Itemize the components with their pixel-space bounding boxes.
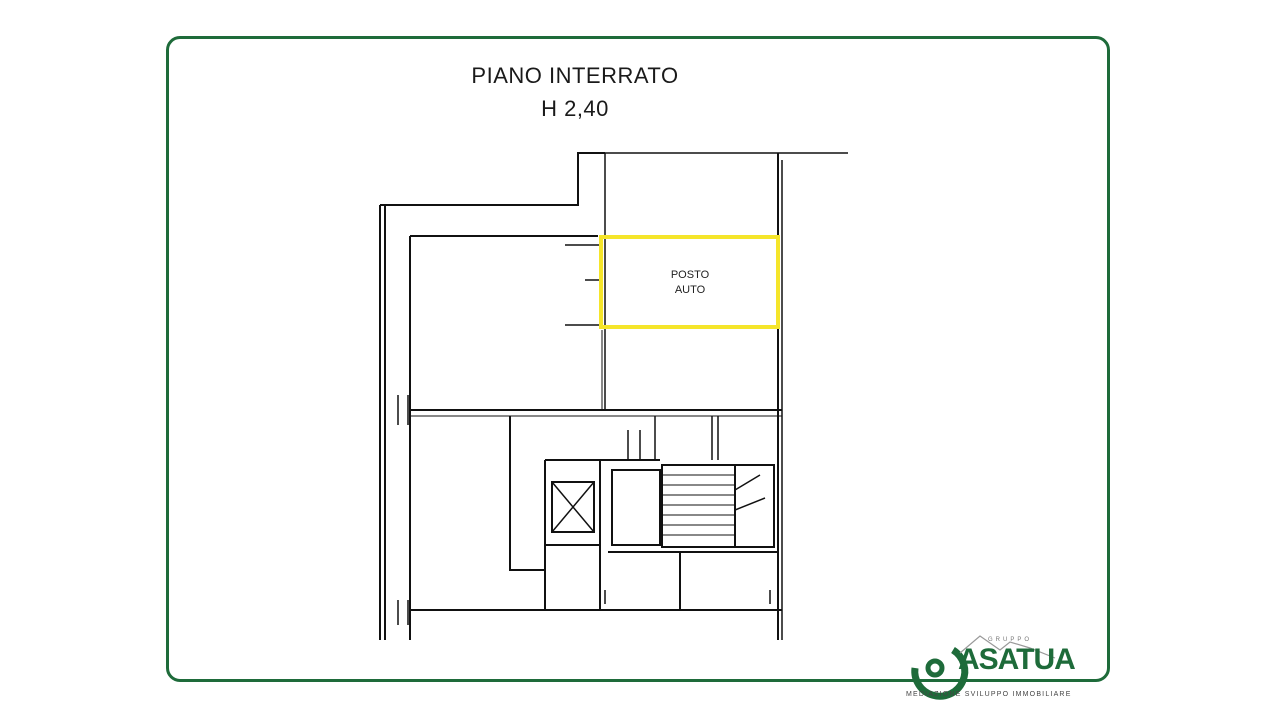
outer-wall-top: [380, 152, 605, 206]
ceiling-height: H 2,40: [541, 96, 609, 121]
logo-wordmark: ASATUA: [958, 643, 1076, 676]
company-logo: [911, 635, 1056, 700]
logo-tagline: MEDIAZIONE SVILUPPO IMMOBILIARE: [906, 691, 1072, 698]
logo-group-text: GRUPPO: [988, 637, 1033, 643]
page-frame: [166, 36, 1110, 682]
logo-roofline-icon: [959, 635, 1056, 659]
parking-label-line1: POSTO: [670, 269, 710, 281]
parking-spot-highlight: [599, 235, 780, 329]
parking-label-line2: AUTO: [674, 284, 706, 296]
logo-swirl-icon: [911, 647, 969, 700]
floor-title: PIANO INTERRATO: [471, 63, 679, 88]
